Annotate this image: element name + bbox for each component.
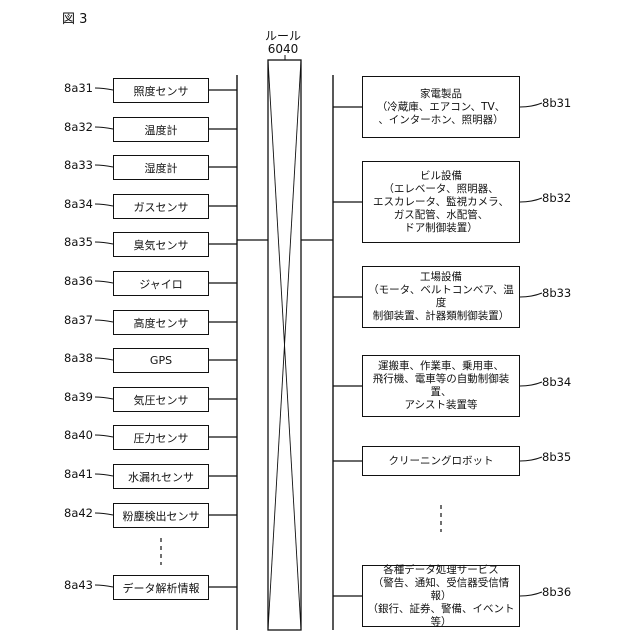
sensor-ref-label: 8a37 <box>64 313 93 327</box>
target-box-8b33: 工場設備 （モータ、ベルトコンベア、温度 制御装置、計器類制御装置） <box>362 266 520 328</box>
sensor-ref-label: 8a31 <box>64 81 93 95</box>
sensor-box-8a42: 粉塵検出センサ <box>113 503 209 528</box>
sensor-ref-label: 8a41 <box>64 467 93 481</box>
target-box-8b31: 家電製品 （冷蔵庫、エアコン、TV、 、インターホン、照明器） <box>362 76 520 138</box>
sensor-box-8a33: 湿度計 <box>113 155 209 180</box>
sensor-ref-label: 8a33 <box>64 158 93 172</box>
sensor-ref-label: 8a34 <box>64 197 93 211</box>
sensor-name: GPS <box>150 354 172 367</box>
sensor-name: 水漏れセンサ <box>128 469 194 485</box>
target-box-8b35: クリーニングロボット <box>362 446 520 476</box>
target-ref-label: 8b34 <box>542 375 571 389</box>
target-ref-label: 8b31 <box>542 96 571 110</box>
sensor-box-8a40: 圧力センサ <box>113 425 209 450</box>
target-ref-label: 8b35 <box>542 450 571 464</box>
sensor-name: データ解析情報 <box>123 580 200 596</box>
sensor-name: 温度計 <box>145 122 178 138</box>
target-ref-label: 8b32 <box>542 191 571 205</box>
target-name: 各種データ処理サービス （警告、通知、受信器受信情報） （銀行、証券、警備、イベ… <box>363 564 519 629</box>
target-box-8b34: 運搬車、作業車、乗用車、 飛行機、電車等の自動制御装置、 アシスト装置等 <box>362 355 520 417</box>
sensor-name: ガスセンサ <box>134 199 189 215</box>
sensor-ref-label: 8a36 <box>64 274 93 288</box>
target-name: 家電製品 （冷蔵庫、エアコン、TV、 、インターホン、照明器） <box>377 88 505 127</box>
target-name: 工場設備 （モータ、ベルトコンベア、温度 制御装置、計器類制御装置） <box>363 271 519 323</box>
sensor-ref-label: 8a32 <box>64 120 93 134</box>
sensor-box-8a39: 気圧センサ <box>113 387 209 412</box>
sensor-name: 粉塵検出センサ <box>123 508 200 524</box>
sensor-name: 照度センサ <box>134 83 189 99</box>
sensor-name: 湿度計 <box>145 160 178 176</box>
sensor-name: 気圧センサ <box>134 392 189 408</box>
target-name: ビル設備 （エレベータ、照明器、 エスカレータ、監視カメラ、 ガス配管、水配管、… <box>373 170 509 235</box>
sensor-box-8a32: 温度計 <box>113 117 209 142</box>
sensor-name: 臭気センサ <box>134 237 189 253</box>
sensor-box-8a35: 臭気センサ <box>113 232 209 257</box>
sensor-ref-label: 8a42 <box>64 506 93 520</box>
target-ref-label: 8b36 <box>542 585 571 599</box>
sensor-name: 高度センサ <box>134 315 189 331</box>
target-box-8b32: ビル設備 （エレベータ、照明器、 エスカレータ、監視カメラ、 ガス配管、水配管、… <box>362 161 520 243</box>
target-ref-label: 8b33 <box>542 286 571 300</box>
sensor-ref-label: 8a40 <box>64 428 93 442</box>
sensor-box-8a43: データ解析情報 <box>113 575 209 600</box>
sensor-name: ジャイロ <box>139 276 182 292</box>
target-box-8b36: 各種データ処理サービス （警告、通知、受信器受信情報） （銀行、証券、警備、イベ… <box>362 565 520 627</box>
sensor-ref-label: 8a38 <box>64 351 93 365</box>
sensor-ref-label: 8a39 <box>64 390 93 404</box>
target-name: クリーニングロボット <box>389 455 494 468</box>
sensor-box-8a37: 高度センサ <box>113 310 209 335</box>
sensor-box-8a41: 水漏れセンサ <box>113 464 209 489</box>
sensor-ref-label: 8a43 <box>64 578 93 592</box>
sensor-ref-label: 8a35 <box>64 235 93 249</box>
sensor-box-8a34: ガスセンサ <box>113 194 209 219</box>
target-name: 運搬車、作業車、乗用車、 飛行機、電車等の自動制御装置、 アシスト装置等 <box>363 360 519 412</box>
sensor-box-8a31: 照度センサ <box>113 78 209 103</box>
sensor-name: 圧力センサ <box>134 430 189 446</box>
sensor-box-8a36: ジャイロ <box>113 271 209 296</box>
sensor-box-8a38: GPS <box>113 348 209 373</box>
